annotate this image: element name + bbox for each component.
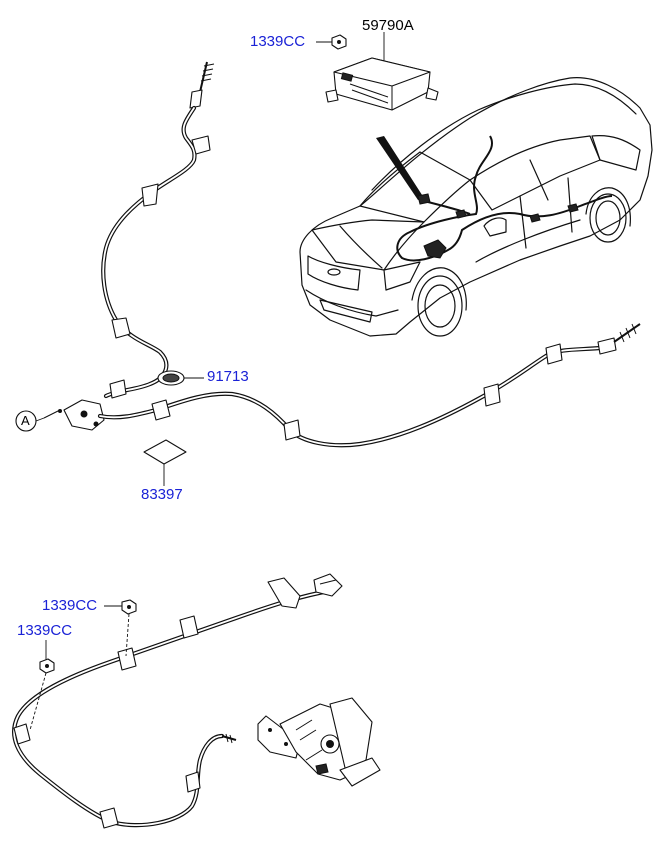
- parking-brake-cable-upper[interactable]: [43, 61, 641, 448]
- callout-59790a[interactable]: 59790A: [362, 17, 414, 34]
- grommet[interactable]: [157, 370, 204, 386]
- callout-91713[interactable]: 91713: [207, 368, 249, 385]
- parking-brake-pedal-assembly[interactable]: [257, 697, 381, 787]
- vehicle-illustration: [299, 77, 653, 337]
- callout-83397[interactable]: 83397: [141, 486, 183, 503]
- ref-a-letter: A: [21, 413, 30, 428]
- callout-1339cc-top[interactable]: 1339CC: [250, 33, 306, 50]
- label-plate[interactable]: [143, 439, 187, 486]
- parking-brake-cable-lower[interactable]: [12, 573, 343, 829]
- lower-nut-1[interactable]: [104, 599, 137, 657]
- callout-1339cc-lower-2[interactable]: 1339CC: [17, 622, 73, 639]
- module-nut[interactable]: [316, 34, 347, 50]
- lower-nut-2[interactable]: [29, 640, 55, 731]
- ref-a-marker[interactable]: [15, 410, 45, 432]
- airbag-control-module[interactable]: [325, 32, 439, 111]
- callout-1339cc-lower-1[interactable]: 1339CC: [42, 597, 98, 614]
